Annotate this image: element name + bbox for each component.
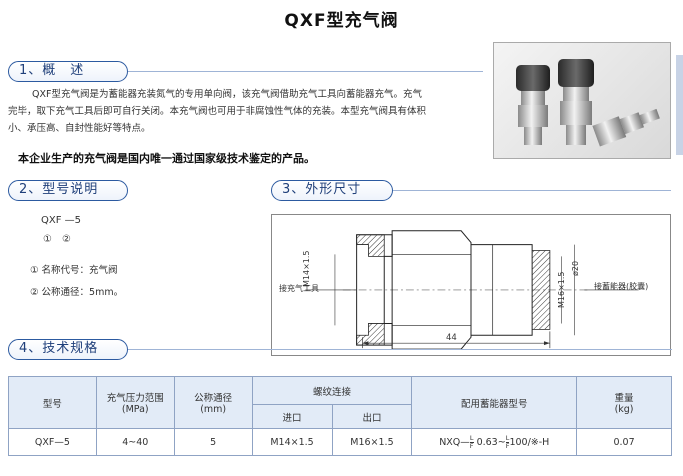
header-weight: 重量 (kg)	[576, 376, 672, 429]
cell-outlet: M16×1.5	[331, 428, 413, 456]
acc-mid: 0.63~	[476, 436, 506, 448]
dimension-drawing: 接充气工具 接蓄能器(胶囊) M14×1.5 M16×1.5 ø20 44	[271, 214, 671, 356]
model-code-markers: ① ②	[43, 234, 71, 245]
section-overview-heading: 1、概 述	[8, 61, 128, 82]
model-code: QXF —5	[41, 215, 82, 226]
valve-photo-illustration	[516, 59, 660, 147]
overview-line-2: 完毕，取下充气工具后即可自行关闭。本充气阀也可用于非腐蚀性气体的充装。本型充气阀…	[8, 106, 427, 117]
header-model: 型号	[8, 376, 97, 429]
product-photo	[493, 42, 671, 159]
overview-paragraph: QXF型充气阀是为蓄能器充装氮气的专用单向阀，该充气阀借助充气工具向蓄能器充气。…	[8, 86, 487, 137]
model-item-name: ① 名称代号：充气阀	[30, 265, 118, 276]
header-bore-unit: (mm)	[200, 404, 227, 415]
header-accumulator: 配用蓄能器型号	[411, 376, 578, 429]
header-pressure-label: 充气压力范围	[106, 393, 164, 404]
acc-frac-top: L	[469, 433, 474, 442]
header-thread: 螺纹连接	[251, 376, 413, 405]
header-bore-label: 公称通径	[194, 393, 233, 404]
cell-pressure: 4~40	[95, 428, 175, 456]
valve-cross-section	[305, 230, 639, 350]
acc-frac-bot: F	[505, 441, 510, 450]
drawing-label-outlet: 接蓄能器(胶囊)	[594, 282, 649, 291]
section-divider	[128, 71, 483, 72]
drawing-length: 44	[446, 333, 457, 343]
section-specs-heading: 4、技术规格	[8, 339, 128, 360]
acc-frac-top: L	[505, 433, 510, 442]
spec-table: 型号 充气压力范围 (MPa) 公称通径 (mm) 螺纹连接 配用蓄能器型号 重…	[8, 376, 672, 456]
section-model-heading: 2、型号说明	[8, 180, 128, 201]
header-pressure: 充气压力范围 (MPa)	[95, 376, 175, 429]
overview-line-3: 小、承压高、自封性能好等特点。	[8, 123, 151, 134]
acc-prefix: NXQ—	[439, 436, 470, 448]
section-divider	[393, 190, 671, 191]
header-bore: 公称通径 (mm)	[173, 376, 253, 429]
side-tab	[676, 55, 683, 155]
overview-highlight: 本企业生产的充气阀是国内唯一通过国家级技术鉴定的产品。	[18, 152, 315, 165]
header-outlet: 出口	[331, 404, 413, 429]
cell-weight: 0.07	[576, 428, 672, 456]
header-weight-unit: (kg)	[614, 404, 634, 415]
header-weight-label: 重量	[614, 393, 634, 404]
drawing-diameter: ø20	[571, 260, 580, 276]
cell-inlet: M14×1.5	[251, 428, 333, 456]
drawing-thread-inlet: M14×1.5	[302, 250, 311, 287]
header-inlet: 进口	[251, 404, 333, 429]
acc-frac-bot: F	[469, 441, 474, 450]
model-item-list: ① 名称代号：充气阀 ② 公称通径：5mm。	[30, 260, 123, 304]
section-divider	[128, 349, 672, 350]
section-dimensions-heading: 3、外形尺寸	[271, 180, 393, 201]
model-item-bore: ② 公称通径：5mm。	[30, 287, 124, 298]
overview-line-1: QXF型充气阀是为蓄能器充装氮气的专用单向阀，该充气阀借助充气工具向蓄能器充气。…	[32, 89, 422, 100]
acc-suffix: 100/※-H	[509, 436, 550, 448]
header-pressure-unit: (MPa)	[121, 404, 149, 415]
drawing-label-inlet: 接充气工具	[279, 284, 319, 293]
drawing-thread-outlet: M16×1.5	[557, 271, 566, 308]
cell-bore: 5	[173, 428, 253, 456]
page-title: QXF型充气阀	[284, 11, 399, 31]
cell-model: QXF—5	[8, 428, 97, 456]
